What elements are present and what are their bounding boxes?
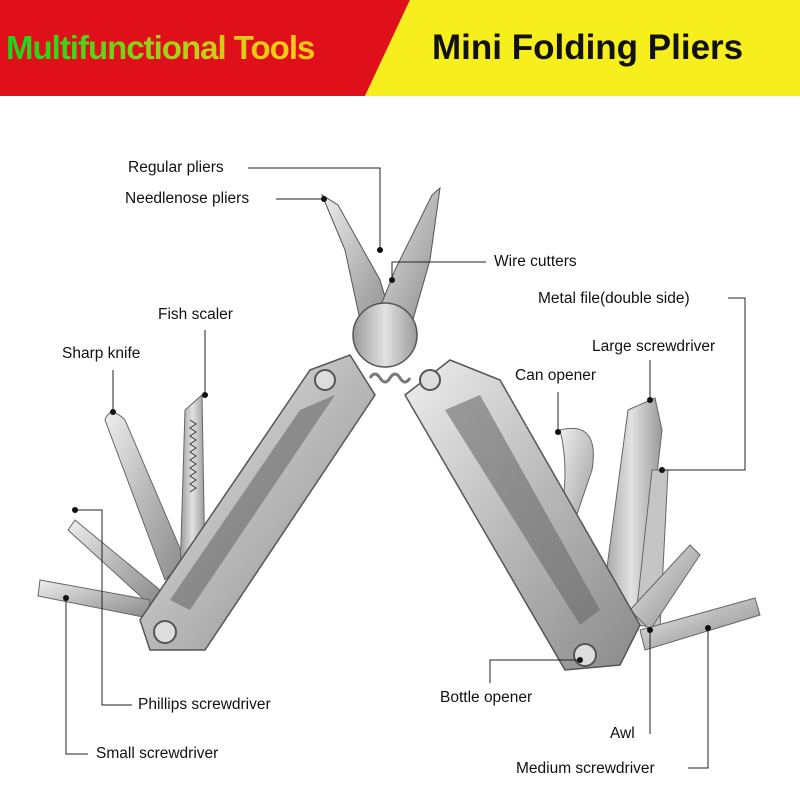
leader-lines	[65, 167, 746, 769]
label-sharp-knife: Sharp knife	[62, 345, 141, 362]
dot-medium-screwdriver	[705, 625, 711, 631]
label-can-opener: Can opener	[515, 367, 597, 384]
dot-bottle-opener	[577, 657, 583, 663]
dot-regular-pliers	[377, 247, 383, 253]
right-handle-rivet-top	[419, 369, 441, 391]
awl-blade	[629, 544, 701, 631]
leader-metal-file	[662, 297, 746, 471]
leader-bottle-opener	[489, 659, 580, 683]
label-large-screwdriver: Large screwdriver	[592, 338, 716, 355]
banner-left-title: Multifunctional Tools	[6, 0, 315, 96]
dot-can-opener	[555, 429, 561, 435]
leader-regular-pliers	[248, 167, 381, 250]
leader-phillips-screwdriver	[75, 509, 132, 706]
dot-large-screwdriver	[647, 397, 653, 403]
right-handle-cutout	[445, 395, 600, 625]
dot-needlenose-pliers	[321, 196, 327, 202]
banner-left-title-text: Multifunctional Tools	[6, 0, 315, 96]
label-phillips-screwdriver: Phillips screwdriver	[138, 696, 271, 713]
title-banner	[0, 0, 800, 96]
leader-endpoints	[63, 196, 711, 663]
pivot-spring	[368, 372, 412, 384]
leader-medium-screwdriver	[688, 628, 709, 769]
label-regular-pliers: Regular pliers	[128, 159, 224, 176]
label-needlenose-pliers: Needlenose pliers	[125, 190, 250, 207]
banner-yellow-panel	[365, 0, 800, 96]
label-small-screwdriver: Small screwdriver	[96, 745, 219, 762]
dot-small-screwdriver	[63, 595, 69, 601]
dot-phillips-screwdriver	[72, 507, 78, 513]
label-bottle-opener: Bottle opener	[440, 689, 533, 706]
label-medium-screwdriver: Medium screwdriver	[516, 760, 655, 777]
dot-sharp-knife	[110, 409, 116, 415]
leader-small-screwdriver	[65, 598, 88, 755]
dot-metal-file	[659, 467, 665, 473]
dot-fish-scaler	[202, 392, 208, 398]
left-handle-rivet-top	[314, 369, 336, 391]
label-fish-scaler: Fish scaler	[158, 306, 233, 323]
right-handle-rivet-bottom	[573, 643, 597, 667]
label-awl: Awl	[610, 725, 635, 742]
banner-right-title: Mini Folding Pliers	[432, 28, 744, 67]
fish-scaler-teeth	[188, 419, 198, 493]
leader-wire-cutters	[391, 261, 486, 280]
banner-red-panel	[0, 0, 410, 96]
dot-awl	[647, 627, 653, 633]
dot-wire-cutters	[389, 277, 395, 283]
medium-screwdriver-blade	[639, 597, 761, 651]
left-handle-cutout	[170, 395, 335, 610]
pivot-disc	[352, 302, 418, 368]
label-wire-cutters: Wire cutters	[494, 253, 577, 270]
left-handle-rivet-bottom	[153, 620, 177, 644]
label-metal-file: Metal file(double side)	[538, 290, 690, 307]
